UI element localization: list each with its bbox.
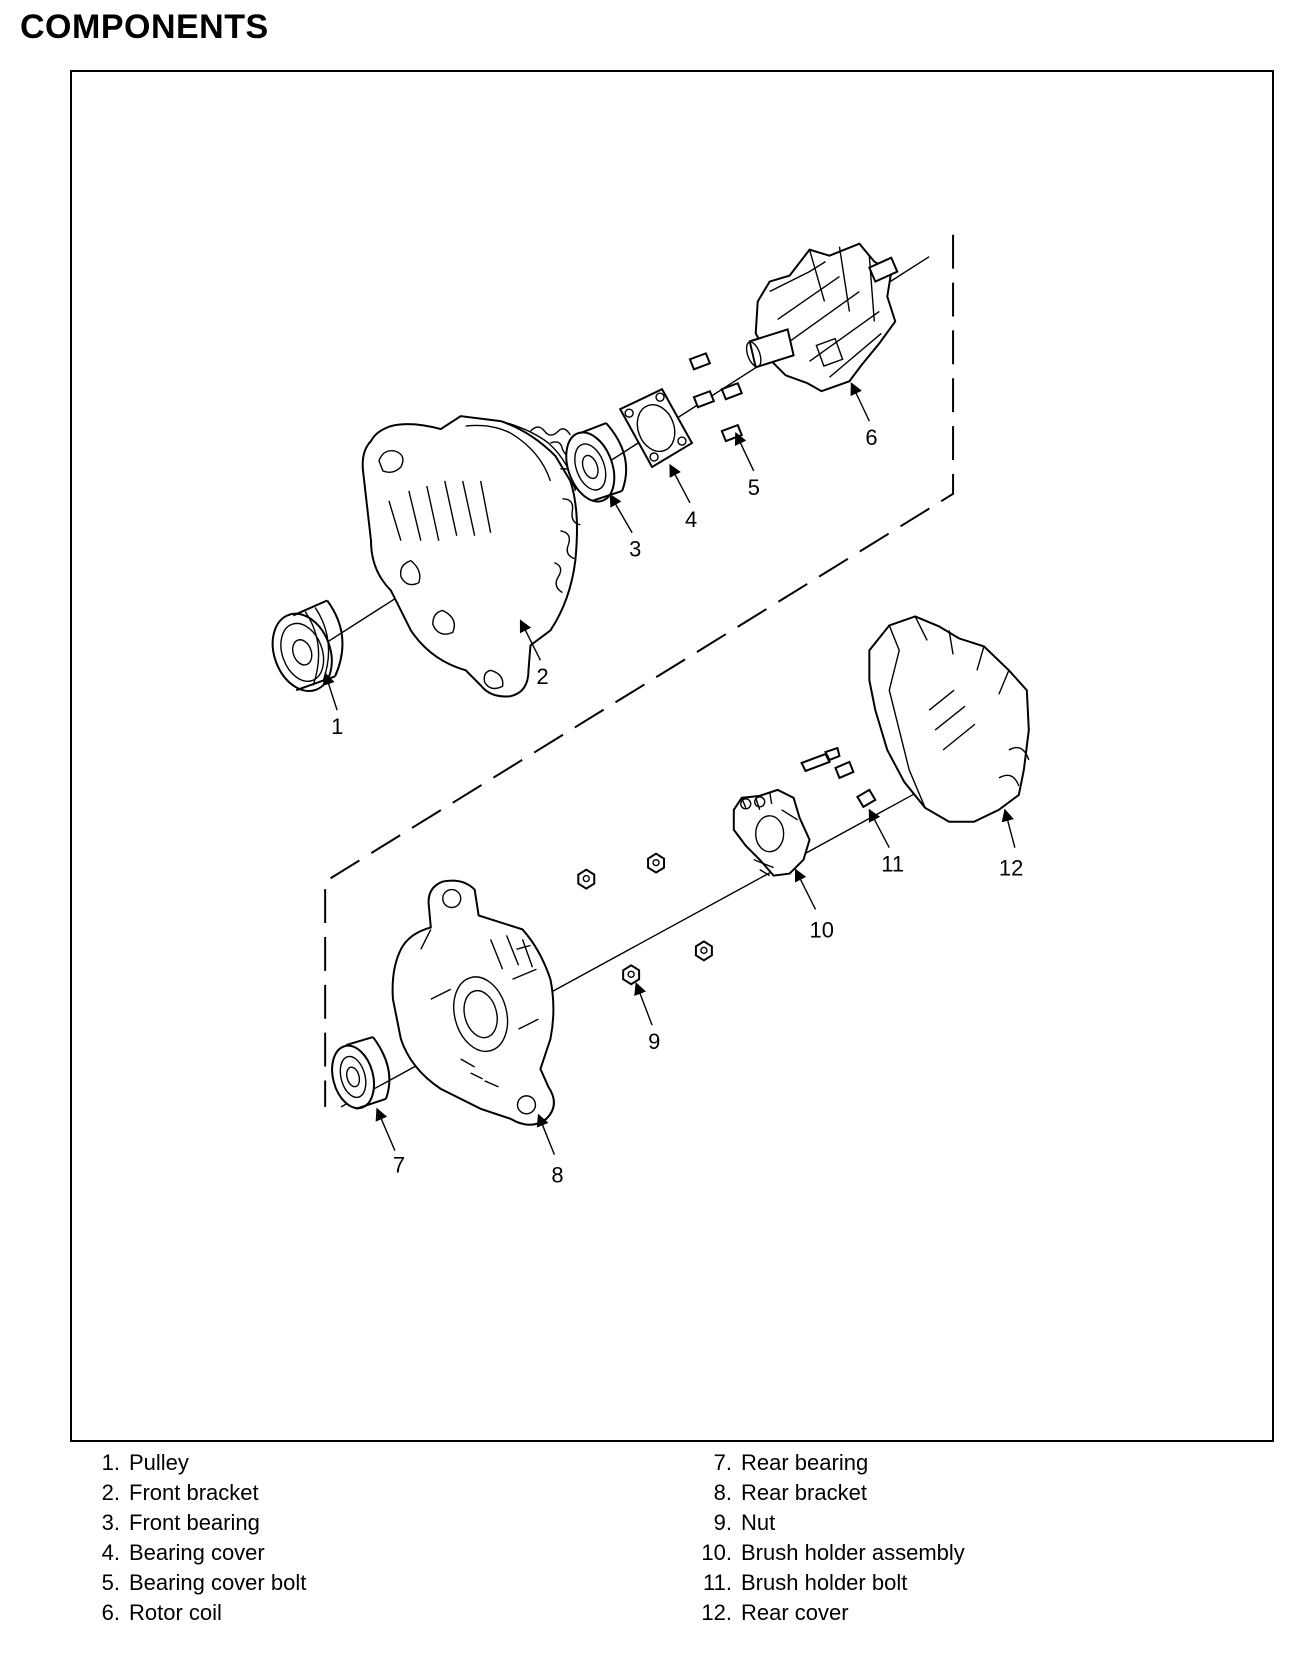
legend-item-rear-cover: 12. Rear cover — [700, 1598, 965, 1628]
legend-number: 8. — [713, 1480, 732, 1505]
callout-7: 7 — [393, 1153, 405, 1178]
legend-label: Front bearing — [129, 1510, 260, 1535]
legend-number: 3. — [101, 1510, 120, 1535]
legend-number: 4. — [101, 1540, 120, 1565]
brush-holder-assembly-part — [732, 788, 811, 877]
legend-label: Front bracket — [129, 1480, 259, 1505]
legend-label: Rear cover — [741, 1600, 849, 1625]
exploded-view-figure: 1 2 3 4 5 6 7 8 9 10 11 12 — [70, 70, 1274, 1442]
legend-label: Nut — [741, 1510, 776, 1535]
legend-number: 6. — [101, 1600, 120, 1625]
callout-12: 12 — [999, 856, 1023, 881]
legend-item-brush-holder-bolt: 11. Brush holder bolt — [700, 1568, 965, 1598]
legend-item-front-bearing: 3. Front bearing — [88, 1508, 306, 1538]
legend-label: Rear bearing — [741, 1450, 869, 1475]
legend-label: Brush holder assembly — [741, 1540, 965, 1565]
callout-5: 5 — [748, 475, 760, 500]
bearing-cover-part — [618, 387, 694, 469]
legend-label: Bearing cover — [129, 1540, 265, 1565]
callout-4: 4 — [685, 507, 697, 532]
rear-bracket-part — [391, 879, 555, 1126]
legend-number: 12. — [701, 1600, 732, 1625]
bearing-cover-bolts-part — [688, 352, 744, 443]
legend-number: 7. — [713, 1450, 732, 1475]
legend-item-rear-bearing: 7. Rear bearing — [700, 1448, 965, 1478]
callout-8: 8 — [551, 1163, 563, 1188]
legend-item-rotor-coil: 6. Rotor coil — [88, 1598, 306, 1628]
front-bearing-part — [565, 422, 628, 503]
brush-holder-bolts-part — [800, 746, 877, 809]
callout-9: 9 — [648, 1029, 660, 1054]
legend-item-bearing-cover: 4. Bearing cover — [88, 1538, 306, 1568]
callout-2: 2 — [536, 664, 548, 689]
legend-number: 9. — [713, 1510, 732, 1535]
page-title: COMPONENTS — [20, 8, 269, 46]
callout-11: 11 — [881, 852, 904, 877]
parts-legend-right: 7. Rear bearing 8. Rear bracket 9. Nut 1… — [700, 1448, 965, 1628]
callout-10: 10 — [810, 917, 834, 942]
legend-item-front-bracket: 2. Front bracket — [88, 1478, 306, 1508]
rotor-coil-part — [745, 242, 899, 393]
callout-6: 6 — [865, 425, 877, 450]
legend-number: 11. — [703, 1570, 732, 1595]
callout-3: 3 — [629, 537, 641, 562]
rear-bearing-part — [331, 1036, 391, 1110]
exploded-view-drawing: 1 2 3 4 5 6 7 8 9 10 11 12 — [271, 234, 1030, 1188]
pulley-part — [271, 599, 344, 693]
front-bracket-part — [361, 415, 583, 698]
assembly-dashed-line — [324, 234, 955, 1107]
leader-arrows — [322, 382, 1016, 1155]
callout-1: 1 — [331, 714, 343, 739]
nuts-part — [577, 852, 713, 986]
parts-legend-left: 1. Pulley 2. Front bracket 3. Front bear… — [88, 1448, 307, 1628]
legend-number: 5. — [101, 1570, 120, 1595]
legend-label: Brush holder bolt — [741, 1570, 908, 1595]
rear-cover-part — [868, 615, 1030, 823]
legend-label: Rotor coil — [129, 1600, 222, 1625]
legend-item-rear-bracket: 8. Rear bracket — [700, 1478, 965, 1508]
legend-label: Pulley — [129, 1450, 189, 1475]
legend-label: Bearing cover bolt — [129, 1570, 307, 1595]
legend-item-pulley: 1. Pulley — [88, 1448, 306, 1478]
legend-item-bearing-cover-bolt: 5. Bearing cover bolt — [88, 1568, 307, 1598]
legend-item-brush-holder-assembly: 10. Brush holder assembly — [700, 1538, 965, 1568]
legend-label: Rear bracket — [741, 1480, 867, 1505]
legend-item-nut: 9. Nut — [700, 1508, 965, 1538]
legend-number: 1. — [101, 1450, 120, 1475]
callout-labels: 1 2 3 4 5 6 7 8 9 10 11 12 — [331, 425, 1023, 1188]
legend-number: 10. — [701, 1540, 732, 1565]
legend-number: 2. — [101, 1480, 120, 1505]
